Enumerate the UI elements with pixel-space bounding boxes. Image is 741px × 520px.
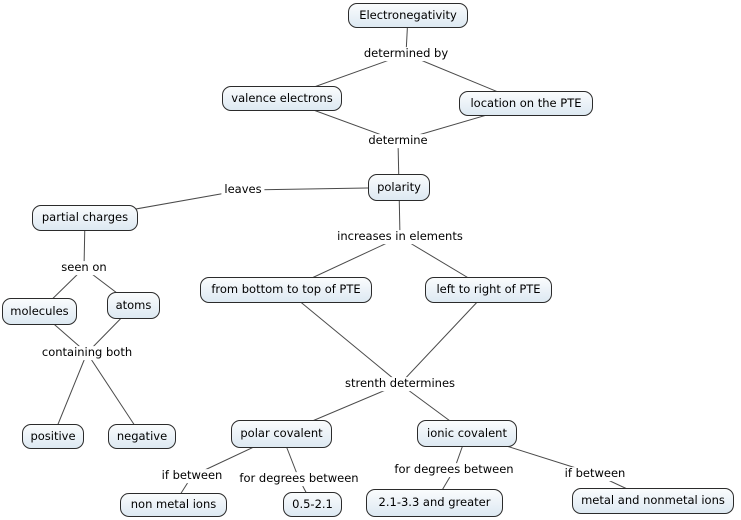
link-label-for-degrees-between-2[interactable]: for degrees between — [391, 462, 517, 477]
concept-node-molecules[interactable]: molecules — [2, 298, 77, 325]
concept-node-polarity[interactable]: polarity — [368, 174, 430, 201]
concept-node-range-0-5-2-1[interactable]: 0.5-2.1 — [283, 492, 342, 517]
concept-node-left-to-right-of-pte[interactable]: left to right of PTE — [425, 277, 552, 303]
link-label-determine[interactable]: determine — [365, 133, 431, 148]
concept-node-positive[interactable]: positive — [22, 424, 84, 449]
link-label-if-between-1[interactable]: if between — [158, 468, 226, 483]
link-label-if-between-2[interactable]: if between — [561, 466, 629, 481]
concept-node-negative[interactable]: negative — [108, 424, 176, 449]
link-label-for-degrees-between-1[interactable]: for degrees between — [236, 471, 362, 486]
concept-node-range-2-1-3-3-and-greater[interactable]: 2.1-3.3 and greater — [366, 489, 503, 517]
edge-line — [285, 289, 401, 385]
link-label-increases-in-elements[interactable]: increases in elements — [334, 229, 466, 244]
concept-node-partial-charges[interactable]: partial charges — [32, 205, 138, 231]
concept-node-metal-and-nonmetal-ions[interactable]: metal and nonmetal ions — [572, 488, 734, 514]
concept-node-valence-electrons[interactable]: valence electrons — [222, 86, 342, 111]
concept-node-non-metal-ions[interactable]: non metal ions — [120, 493, 227, 517]
edge-line — [399, 289, 489, 385]
link-label-leaves[interactable]: leaves — [221, 182, 265, 197]
concept-node-ionic-covalent[interactable]: ionic covalent — [417, 420, 517, 447]
edge-line — [52, 352, 88, 437]
edge-line — [86, 352, 143, 437]
concept-node-atoms[interactable]: atoms — [107, 292, 160, 319]
concept-node-polar-covalent[interactable]: polar covalent — [231, 420, 332, 448]
concept-node-from-bottom-to-top-of-pte[interactable]: from bottom to top of PTE — [200, 277, 372, 303]
link-label-seen-on[interactable]: seen on — [58, 260, 110, 275]
link-label-strenth-determines[interactable]: strenth determines — [341, 376, 459, 391]
link-label-determined-by[interactable]: determined by — [360, 46, 452, 61]
concept-node-electronegativity[interactable]: Electronegativity — [348, 3, 468, 28]
link-label-containing-both[interactable]: containing both — [38, 345, 136, 360]
concept-node-location-on-the-pte[interactable]: location on the PTE — [459, 91, 593, 116]
